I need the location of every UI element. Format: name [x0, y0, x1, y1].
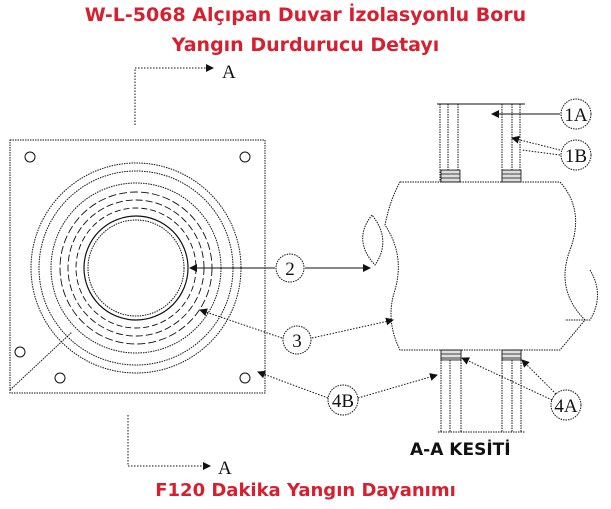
callout-4B-label: 4B [332, 391, 354, 412]
callout-1B-label: 1B [565, 146, 587, 167]
diagram-title-line1: W-L-5068 Alçıpan Duvar İzolasyonlu Boru [84, 4, 527, 26]
callout-1A [560, 98, 592, 130]
screw-icon [14, 151, 251, 384]
section-marker-bottom-label: A [218, 458, 232, 479]
fire-rating-footer: F120 Dakika Yangın Dayanımı [155, 480, 456, 501]
callout-3 [282, 325, 312, 355]
section-marker-bottom [127, 415, 211, 470]
sealant-blocks [440, 169, 522, 361]
callout-4A [550, 389, 582, 421]
plate-corner-line [9, 331, 73, 391]
section-title: A-A KESİTİ [410, 440, 511, 460]
section-marker-top-label: A [222, 62, 236, 83]
callout-4B [327, 384, 359, 416]
leader-lines [189, 110, 561, 401]
pipe-circle [83, 215, 189, 321]
callout-2 [275, 253, 305, 283]
section-view [362, 103, 598, 433]
diagram-title-line2: Yangın Durdurucu Detayı [171, 34, 440, 56]
insulated-pipe [384, 181, 586, 351]
callout-1A-label: 1A [564, 105, 588, 126]
callout-2-label: 2 [285, 259, 295, 280]
callout-3-label: 3 [292, 331, 302, 352]
callout-4A-label: 4A [554, 396, 578, 417]
section-marker-top [134, 64, 214, 125]
collar-plate [9, 139, 266, 394]
insulation-waves [59, 191, 213, 345]
plan-view [9, 139, 266, 394]
callout-1B [560, 139, 592, 171]
